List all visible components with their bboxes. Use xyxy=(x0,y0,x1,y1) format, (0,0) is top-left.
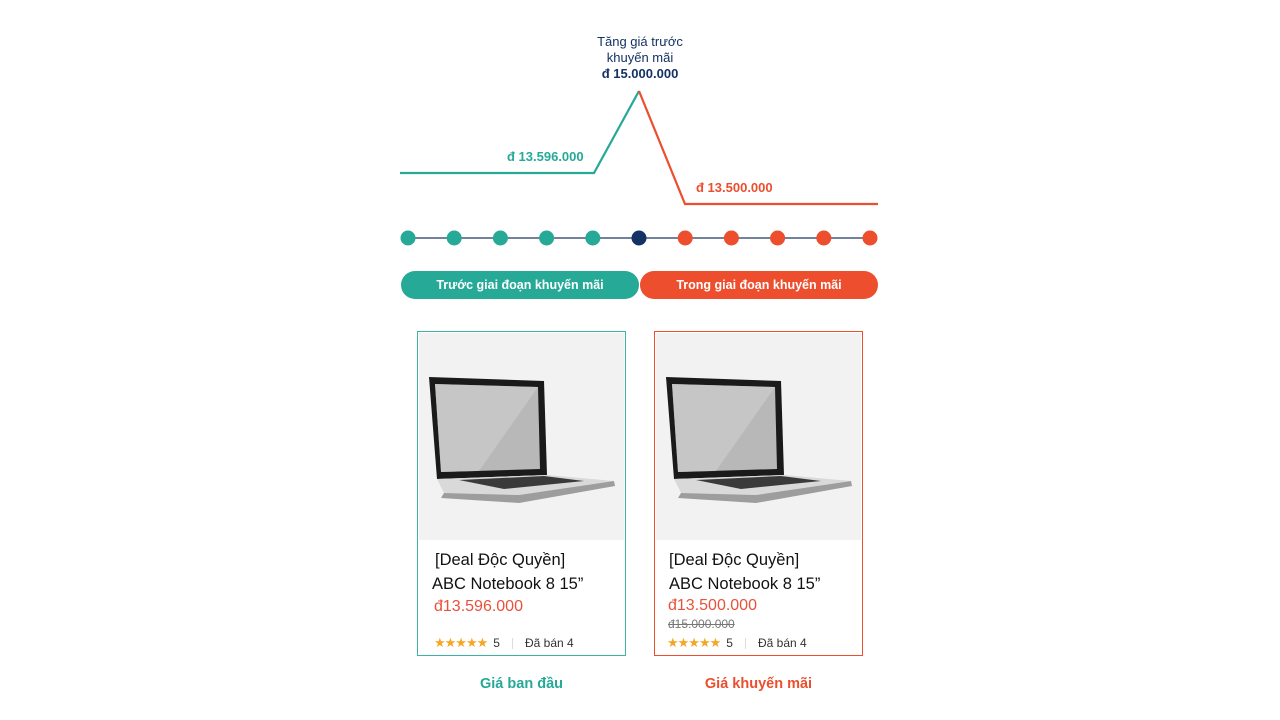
product-title: [Deal Độc Quyền] ABC Notebook 8 15” xyxy=(669,548,820,596)
divider xyxy=(511,637,513,649)
rating-row: ★★★★★ 5 Đã bán 4 xyxy=(667,635,807,651)
title-line1: [Deal Độc Quyền] xyxy=(435,551,566,569)
laptop-image xyxy=(656,333,861,540)
product-card-promo[interactable]: [Deal Độc Quyền] ABC Notebook 8 15” đ13.… xyxy=(654,331,863,656)
timeline-dot-promo xyxy=(677,230,693,246)
old-price: đ15.000.000 xyxy=(668,617,735,631)
timeline-dot-before xyxy=(400,230,416,246)
promo-price-label: đ 13.500.000 xyxy=(696,180,773,195)
sold-count: Đã bán 4 xyxy=(757,636,807,650)
price-line-chart xyxy=(400,90,878,246)
title-line2: ABC Notebook 8 15” xyxy=(432,575,584,593)
product-price: đ13.500.000 xyxy=(668,597,757,614)
laptop-illustration xyxy=(429,377,615,503)
rating-row: ★★★★★ 5 Đã bán 4 xyxy=(434,635,574,651)
timeline-dot-before xyxy=(585,230,601,246)
timeline-dot-peak xyxy=(631,230,647,246)
sold-count: Đã bán 4 xyxy=(524,636,574,650)
product-title: [Deal Độc Quyền] ABC Notebook 8 15” xyxy=(432,548,583,596)
star-icons: ★★★★★ xyxy=(434,635,488,650)
timeline-dot-before xyxy=(446,230,462,246)
laptop-illustration xyxy=(666,377,852,503)
phase-before-pill: Trước giai đoạn khuyến mãi xyxy=(401,271,639,299)
caption-original: Giá ban đầu xyxy=(480,676,563,692)
timeline-dot-before xyxy=(492,230,508,246)
product-price: đ13.596.000 xyxy=(434,598,523,615)
timeline-dot-promo xyxy=(816,230,832,246)
timeline-dot-promo xyxy=(770,230,786,246)
rating-value: 5 xyxy=(493,636,500,650)
timeline-dot-promo xyxy=(862,230,878,246)
timeline-dot-before xyxy=(539,230,555,246)
title-line2: ABC Notebook 8 15” xyxy=(669,575,821,593)
peak-label-line1: Tăng giá trước xyxy=(597,34,683,49)
laptop-image xyxy=(419,333,624,540)
title-line1: [Deal Độc Quyền] xyxy=(669,551,800,569)
phase-during-pill: Trong giai đoạn khuyến mãi xyxy=(640,271,878,299)
promo-price-line xyxy=(637,90,878,206)
timeline-dot-promo xyxy=(723,230,739,246)
peak-label-line2: khuyến mãi xyxy=(606,50,674,65)
divider xyxy=(744,637,746,649)
caption-promo: Giá khuyến mãi xyxy=(704,676,813,692)
peak-label: Tăng giá trước khuyến mãi đ 15.000.000 xyxy=(560,34,720,82)
product-card-original[interactable]: [Deal Độc Quyền] ABC Notebook 8 15” đ13.… xyxy=(417,331,626,656)
rating-value: 5 xyxy=(726,636,733,650)
star-icons: ★★★★★ xyxy=(667,635,721,650)
before-price-line xyxy=(400,90,640,175)
before-price-label: đ 13.596.000 xyxy=(507,149,584,164)
peak-price: đ 15.000.000 xyxy=(601,66,679,81)
